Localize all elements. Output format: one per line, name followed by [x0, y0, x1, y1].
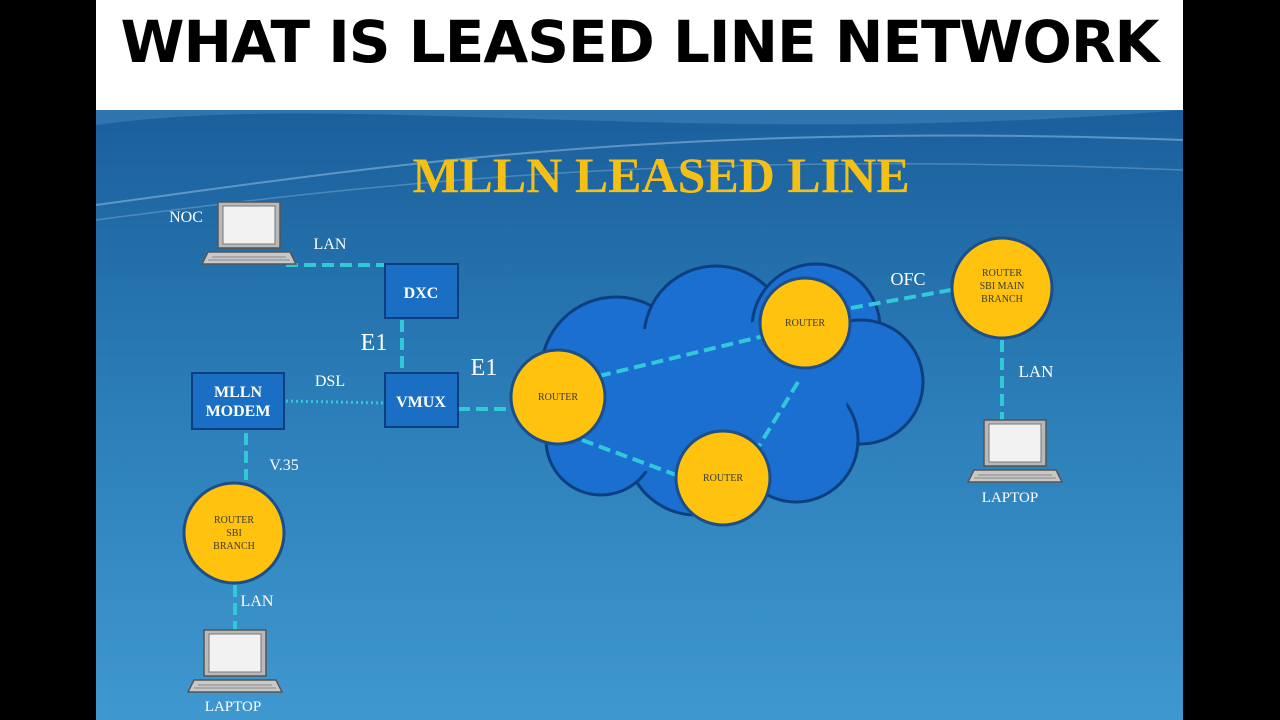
bottom-laptop: [187, 629, 283, 693]
mlln-modem-box: MLLN MODEM: [191, 372, 285, 430]
router-sbi-branch-line2: SBI: [226, 528, 242, 539]
laptop-icon: [187, 629, 283, 693]
decorative-swoosh: [96, 110, 1183, 125]
cloud-router-left-label: ROUTER: [538, 392, 578, 403]
link-label-lan: LAN: [241, 593, 274, 610]
link-label-ofc: OFC: [890, 269, 925, 289]
vmux-label: VMUX: [396, 394, 446, 411]
cloud-router-bottom: ROUTER: [674, 429, 772, 527]
router-sbi-branch: ROUTER SBI BRANCH: [182, 481, 286, 585]
network-diagram: MLLN LEASED LINE: [96, 110, 1183, 715]
right-laptop-label: LAPTOP: [982, 490, 1038, 506]
router-sbi-branch-line1: ROUTER: [214, 515, 254, 526]
cloud-router-bottom-label: ROUTER: [703, 473, 743, 484]
link-label-lan: LAN: [1019, 362, 1054, 381]
router-sbi-main-line2: SBI MAIN: [980, 281, 1025, 292]
router-sbi-branch-line3: BRANCH: [213, 541, 255, 552]
laptop-icon: [201, 201, 297, 265]
dxc-label: DXC: [404, 285, 439, 302]
link-lines: [233, 263, 1004, 630]
noc-laptop: [201, 201, 297, 265]
link-label-e1: E1: [361, 330, 388, 356]
noc-label: NOC: [169, 209, 203, 226]
link-label-e1: E1: [471, 355, 498, 381]
laptop-icon: [967, 419, 1063, 483]
router-sbi-main-line1: ROUTER: [982, 268, 1022, 279]
slide: MLLN LEASED LINE: [96, 110, 1183, 720]
banner: WHAT IS LEASED LINE NETWORK: [96, 0, 1183, 110]
slide-frame: WHAT IS LEASED LINE NETWORK MLLN LEASED …: [96, 0, 1183, 720]
dxc-box: DXC: [384, 263, 459, 319]
modem-label-line1: MLLN: [214, 384, 262, 401]
link-label-v35: V.35: [269, 457, 299, 474]
cloud-router-top: ROUTER: [758, 276, 852, 370]
link-label-lan: LAN: [314, 236, 347, 253]
cloud-router-left: ROUTER: [509, 348, 607, 446]
link-modem-vmux: [285, 399, 385, 405]
vmux-box: VMUX: [384, 372, 459, 428]
bottom-laptop-label: LAPTOP: [205, 699, 261, 715]
link-label-dsl: DSL: [315, 373, 345, 390]
modem-label-line2: MODEM: [206, 403, 271, 420]
network-cloud: [539, 262, 925, 517]
cloud-router-top-label: ROUTER: [785, 318, 825, 329]
banner-title: WHAT IS LEASED LINE NETWORK: [120, 8, 1160, 76]
decorative-swoosh-line: [96, 134, 1183, 206]
router-sbi-main-branch: ROUTER SBI MAIN BRANCH: [950, 236, 1054, 340]
link-cloud-router-top-bottom: [757, 380, 800, 448]
slide-title: MLLN LEASED LINE: [412, 147, 909, 203]
router-sbi-main-line3: BRANCH: [981, 294, 1023, 305]
right-laptop: [967, 419, 1063, 483]
link-cloud-router-left-top: [598, 334, 765, 378]
